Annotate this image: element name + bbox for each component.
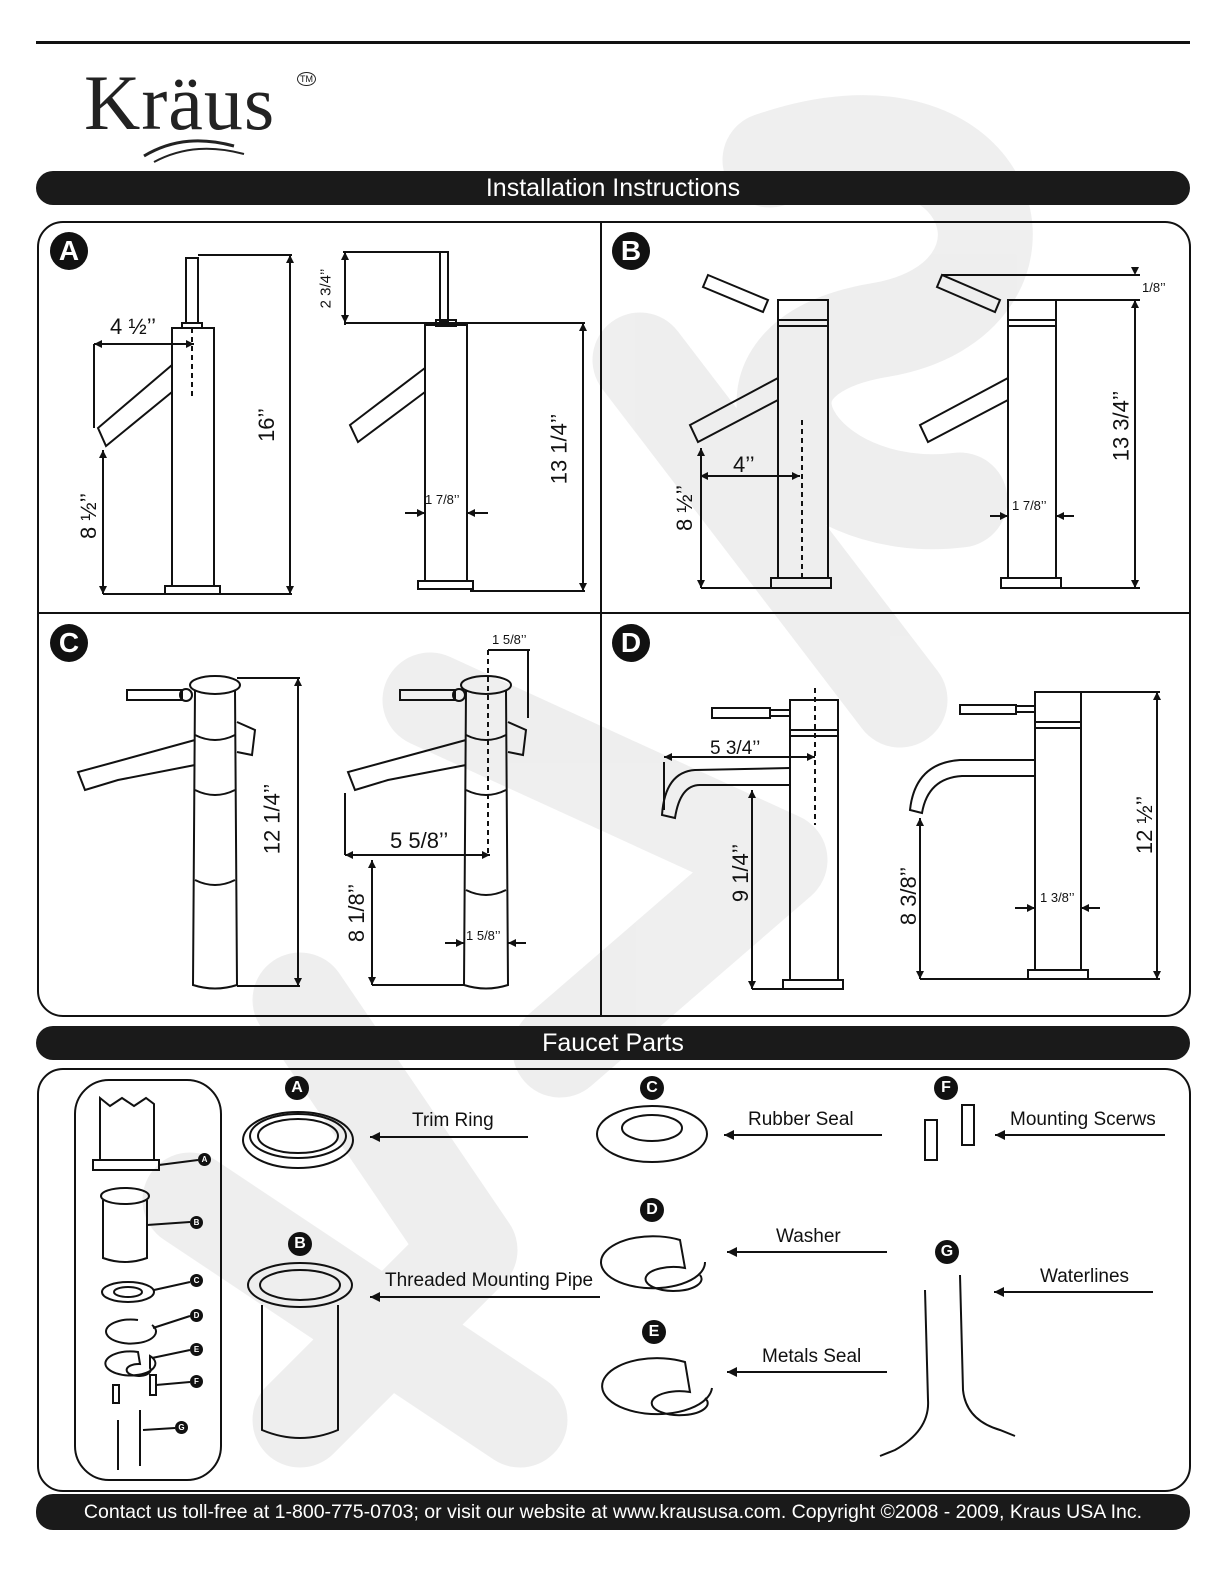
part-badge-c: C (640, 1076, 664, 1100)
faucet-c-front (344, 649, 530, 990)
part-badge-e: E (642, 1320, 666, 1344)
part-label-mounting-screws: Mounting Scerws (1010, 1109, 1156, 1130)
faucet-b-side (688, 273, 832, 589)
part-label-rubber-seal: Rubber Seal (748, 1109, 854, 1130)
contact-footer: Contact us toll-free at 1-800-775-0703; … (36, 1494, 1190, 1530)
faucet-parts-header: Faucet Parts (36, 1026, 1190, 1060)
section-c-badge: C (50, 624, 88, 662)
part-label-metals-seal: Metals Seal (762, 1346, 862, 1367)
part-badge-d: D (640, 1198, 664, 1222)
part-badge-a: A (285, 1076, 309, 1100)
dim-c-spout-reach: 5 5/8’’ (390, 828, 449, 853)
faucet-b-front (918, 273, 1140, 589)
dim-a-body-width: 1 7/8’’ (425, 492, 460, 507)
part-label-washer: Washer (776, 1226, 841, 1247)
installation-panel (37, 221, 1191, 1017)
exploded-badge-a: A (198, 1153, 211, 1166)
dim-b-body-width: 1 7/8’’ (1012, 498, 1047, 513)
exploded-badge-c: C (190, 1274, 203, 1287)
section-a-badge: A (50, 232, 88, 270)
brand-name: Kräus (84, 59, 276, 146)
exploded-badge-f: F (190, 1375, 203, 1388)
part-label-threaded-pipe: Threaded Mounting Pipe (385, 1270, 594, 1291)
dim-d-spout-reach: 5 3/4’’ (710, 738, 761, 759)
exploded-badge-e: E (190, 1343, 203, 1356)
top-rule (36, 41, 1190, 44)
part-badge-g: G (935, 1240, 959, 1264)
wave-icon (143, 139, 245, 163)
installation-header: Installation Instructions (36, 171, 1190, 205)
part-badge-f: F (934, 1076, 958, 1100)
trademark-mark: TM (297, 72, 316, 86)
faucet-a-front (343, 251, 585, 592)
kraus-logo: Kräus TM (84, 58, 324, 168)
dim-d-body-width: 1 3/8’’ (1040, 890, 1075, 905)
faucet-a-side (93, 254, 292, 595)
dim-b-spout-reach: 4’’ (733, 452, 755, 477)
exploded-badge-g: G (175, 1421, 188, 1434)
dim-b-handle-offset: 1/8’’ (1142, 280, 1166, 295)
exploded-badge-b: B (190, 1216, 203, 1229)
parts-panel (37, 1068, 1191, 1492)
part-label-trim-ring: Trim Ring (412, 1110, 494, 1131)
section-d-badge: D (612, 624, 650, 662)
faucet-d-front (908, 691, 1160, 980)
part-badge-b: B (288, 1232, 312, 1256)
panel-divider-horizontal (37, 612, 1189, 614)
exploded-badge-d: D (190, 1309, 203, 1322)
dim-c-base-width: 1 5/8’’ (466, 928, 501, 943)
dim-a-spout-reach: 4 ½’’ (110, 314, 157, 339)
part-label-waterlines: Waterlines (1040, 1266, 1130, 1287)
section-b-badge: B (612, 232, 650, 270)
panel-divider-vertical (600, 221, 602, 1015)
dim-c-top-width: 1 5/8’’ (492, 632, 527, 647)
faucet-d-side (660, 688, 844, 990)
faucet-c-side (76, 675, 300, 990)
